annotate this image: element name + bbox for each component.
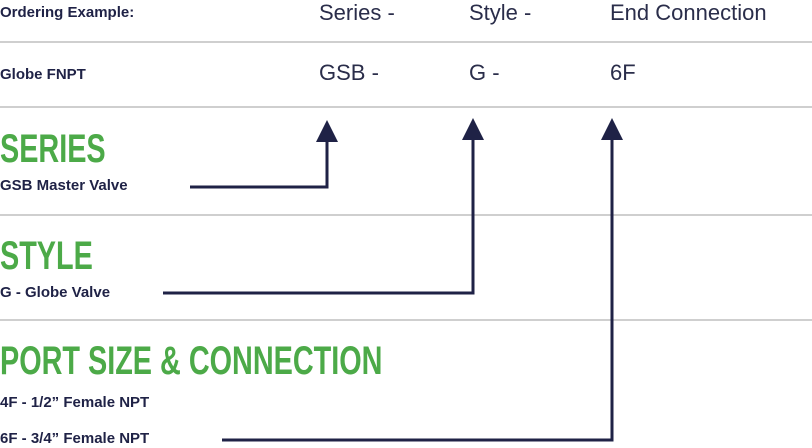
column-header-series: Series - — [319, 0, 395, 25]
example-name: Globe FNPT — [0, 66, 86, 83]
column-header-style: Style - — [469, 0, 532, 25]
style-arrow-line — [163, 136, 475, 295]
section-title-port-size: PORT SIZE & CONNECTION — [0, 339, 383, 383]
series-option: GSB Master Valve — [0, 177, 128, 194]
divider — [0, 319, 812, 321]
divider — [0, 41, 812, 43]
column-header-end-connection: End Connection — [610, 0, 767, 25]
divider — [0, 214, 812, 216]
port-arrow-line — [222, 136, 614, 442]
example-end-connection-value: 6F — [610, 60, 636, 85]
series-arrow-line — [190, 138, 329, 189]
style-option: G - Globe Valve — [0, 284, 111, 301]
series-arrow-head-icon — [316, 120, 338, 142]
section-title-series: SERIES — [0, 127, 106, 171]
example-style-value: G - — [469, 60, 500, 85]
port-option-6f: 6F - 3/4” Female NPT — [0, 430, 150, 447]
section-title-style: STYLE — [0, 234, 93, 278]
port-option-4f: 4F - 1/2” Female NPT — [0, 394, 150, 411]
ordering-example-label: Ordering Example: — [0, 4, 135, 21]
divider — [0, 106, 812, 108]
style-arrow-head-icon — [462, 118, 484, 140]
example-series-value: GSB - — [319, 60, 379, 85]
port-arrow-head-icon — [601, 118, 623, 140]
